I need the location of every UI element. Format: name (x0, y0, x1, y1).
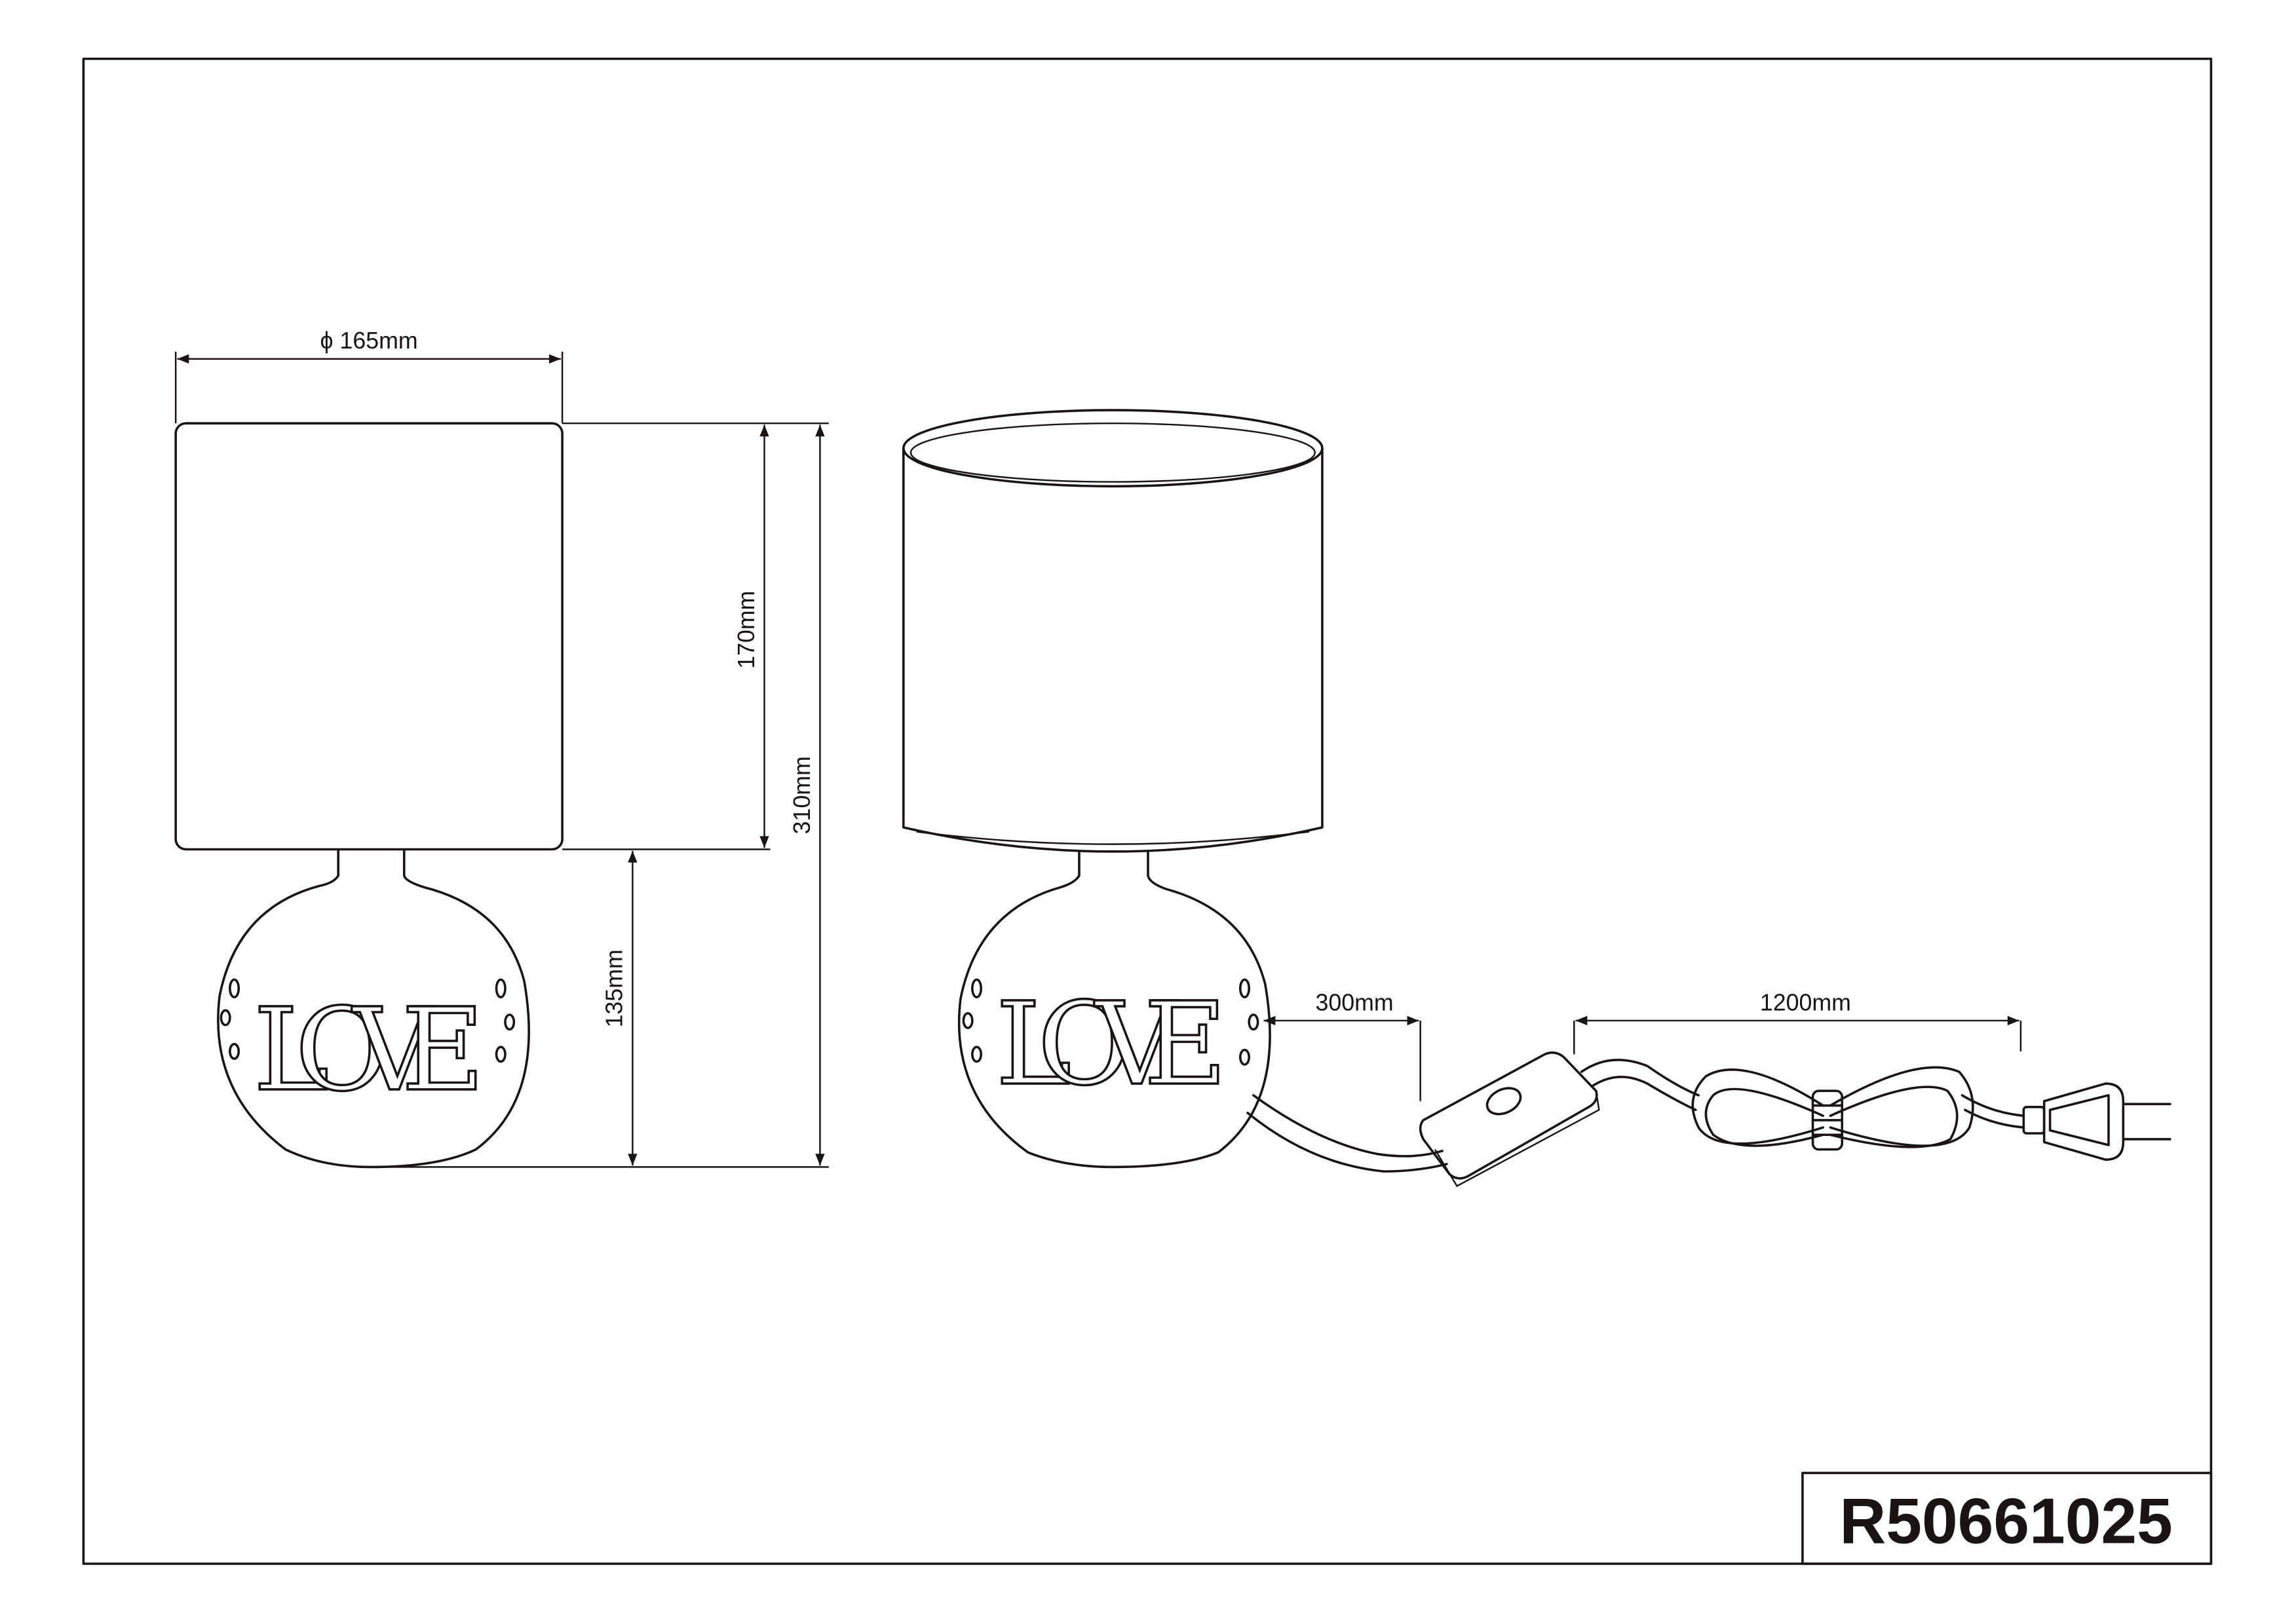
dim-shade-diameter: ϕ 165mm (320, 328, 418, 354)
dim-cord-to-switch: 300mm (1315, 989, 1393, 1015)
shade-body (902, 447, 1324, 853)
love-cutout-text: LOVE (254, 984, 488, 1117)
dim-base-height: 135mm (602, 949, 628, 1027)
shade-top-rim (902, 409, 1324, 488)
dim-cord-to-plug: 1200mm (1760, 989, 1851, 1015)
coiled-cord (1691, 1066, 2025, 1151)
inline-switch (1419, 1051, 1600, 1188)
power-cord (1252, 1094, 1444, 1158)
product-code: R50661025 (1839, 1485, 2172, 1557)
euro-plug (2022, 1082, 2172, 1161)
lamp-shade (174, 422, 564, 851)
title-block: R50661025 (1801, 1471, 2213, 1565)
love-cutout-text-2: LOVE (996, 978, 1231, 1111)
decor-dots (220, 978, 516, 1063)
lamp-perspective-view: LOVE (902, 409, 2172, 1188)
lamp-side-view: LOVE ϕ 165mm 170mm 310mm 135mm (174, 328, 829, 1169)
lamp-base-2 (957, 851, 1271, 1169)
switch-knob (1485, 1087, 1522, 1116)
dim-total-height: 310mm (789, 756, 815, 834)
drawing-frame (82, 57, 2213, 1565)
dim-shade-height: 170mm (733, 591, 759, 669)
title-box (1801, 1471, 2213, 1565)
